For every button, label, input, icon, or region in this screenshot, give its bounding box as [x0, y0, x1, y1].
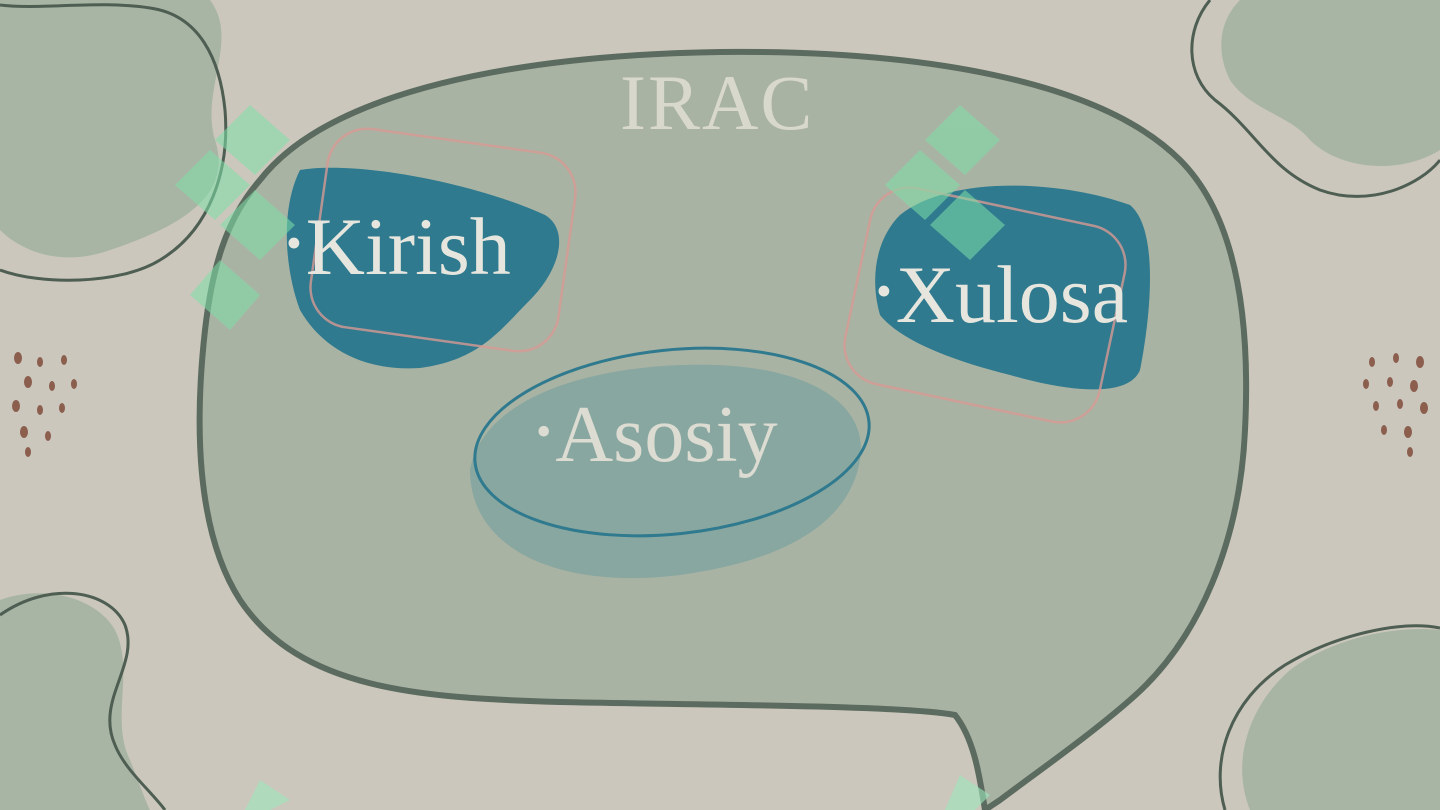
corner-blob-bottom-right-outline [1218, 624, 1440, 810]
item-kirish: •Kirish [286, 200, 511, 294]
corner-blob-top-left [0, 0, 222, 258]
corner-blob-bottom-left-outline [0, 591, 167, 810]
kirish-patch [286, 167, 560, 369]
corner-blob-bottom-left [0, 593, 150, 810]
asosiy-outline [473, 346, 871, 538]
item-label: Xulosa [895, 249, 1129, 340]
item-asosiy: •Asosiy [536, 390, 778, 481]
corner-blob-top-left-outline [0, 3, 228, 282]
watermark-logo-icon [175, 105, 1005, 330]
item-xulosa: •Xulosa [876, 248, 1128, 342]
dot-pattern-right [1363, 353, 1428, 457]
xulosa-frame [843, 186, 1127, 424]
corner-blob-top-right-outline [1190, 0, 1440, 198]
corner-blob-top-right [1221, 0, 1440, 167]
bullet-icon: • [876, 266, 892, 317]
dot-pattern-left [12, 352, 77, 457]
slide-title: IRAC [620, 59, 815, 146]
kirish-frame [309, 127, 577, 353]
bullet-icon: • [286, 218, 302, 269]
item-label: Kirish [305, 201, 511, 292]
asosiy-shadow [470, 364, 861, 579]
item-label: Asosiy [555, 391, 778, 479]
bullet-icon: • [536, 406, 552, 456]
corner-blob-bottom-right [1242, 629, 1440, 810]
watermark-bottom-marks [245, 775, 990, 810]
